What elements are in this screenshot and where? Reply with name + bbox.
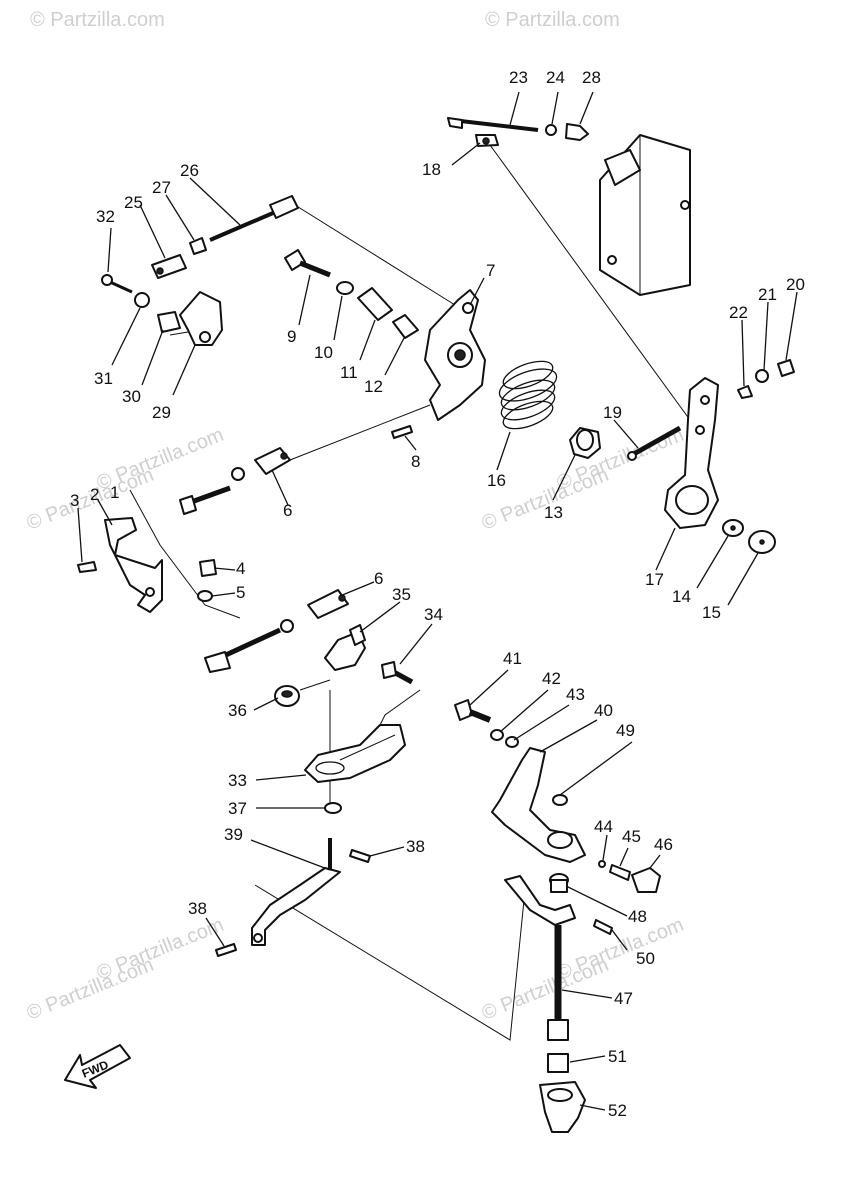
callout-30: 30 xyxy=(122,387,141,406)
callout-17: 17 xyxy=(645,570,664,589)
joint-6-upper xyxy=(179,447,291,515)
bracket-35 xyxy=(324,624,414,685)
bracket-17 xyxy=(664,377,719,529)
callout-28: 28 xyxy=(582,68,601,87)
arm-40 xyxy=(491,747,586,863)
callout-42: 42 xyxy=(542,669,561,688)
control-box xyxy=(599,134,691,296)
bolt-collar-set xyxy=(284,249,419,339)
callout-16: 16 xyxy=(487,471,506,490)
shift-rod-39 xyxy=(251,838,341,946)
callout-22: 22 xyxy=(729,303,748,322)
leader-lines xyxy=(77,91,798,1111)
link-rod-23 xyxy=(447,117,589,147)
callout-49: 49 xyxy=(616,721,635,740)
callout-13: 13 xyxy=(544,503,563,522)
callout-10: 10 xyxy=(314,343,333,362)
callout-15: 15 xyxy=(702,603,721,622)
callout-25: 25 xyxy=(124,193,143,212)
watermark: © Partzilla.com xyxy=(94,914,227,985)
callout-26: 26 xyxy=(180,161,199,180)
callout-37: 37 xyxy=(228,799,247,818)
callout-5: 5 xyxy=(236,583,245,602)
callout-8: 8 xyxy=(411,452,420,471)
callout-2: 2 xyxy=(90,485,99,504)
callout-39: 39 xyxy=(224,825,243,844)
washers-14-15 xyxy=(722,519,776,554)
callout-38-upper: 38 xyxy=(406,837,425,856)
callout-50: 50 xyxy=(636,949,655,968)
callout-24: 24 xyxy=(546,68,565,87)
small-parts-20-22 xyxy=(737,359,795,399)
detent-44-46 xyxy=(598,860,661,893)
callout-33: 33 xyxy=(228,771,247,790)
pin-8 xyxy=(391,425,413,439)
assembly-lines xyxy=(129,144,691,1041)
callout-23: 23 xyxy=(509,68,528,87)
callouts: 23 24 28 18 26 27 25 32 31 30 29 9 10 11… xyxy=(70,68,805,1120)
control-lever-7 xyxy=(424,289,486,421)
callout-19: 19 xyxy=(603,403,622,422)
callout-34: 34 xyxy=(424,605,443,624)
callout-9: 9 xyxy=(287,327,296,346)
callout-45: 45 xyxy=(622,827,641,846)
watermark: © Partzilla.com xyxy=(30,9,165,31)
callout-48: 48 xyxy=(628,907,647,926)
bolt-41 xyxy=(454,699,519,748)
callout-20: 20 xyxy=(786,275,805,294)
callout-14: 14 xyxy=(672,587,691,606)
callout-47: 47 xyxy=(614,989,633,1008)
joint-6-lower xyxy=(204,589,349,673)
callout-43: 43 xyxy=(566,685,585,704)
throttle-cam-29 xyxy=(101,274,223,346)
callout-51: 51 xyxy=(608,1047,627,1066)
callout-3: 3 xyxy=(70,491,79,510)
callout-52: 52 xyxy=(608,1101,627,1120)
callout-46: 46 xyxy=(654,835,673,854)
callout-35: 35 xyxy=(392,585,411,604)
callout-11: 11 xyxy=(340,363,358,382)
callout-1: 1 xyxy=(110,483,119,502)
link-rod-26 xyxy=(151,195,299,279)
shift-shaft-47 xyxy=(504,873,613,1133)
callout-44: 44 xyxy=(594,817,613,836)
grommet-36 xyxy=(274,685,300,707)
callout-32: 32 xyxy=(96,207,115,226)
callout-36: 36 xyxy=(228,701,247,720)
callout-21: 21 xyxy=(758,285,777,304)
bolt-19 xyxy=(627,425,682,461)
watermark: © Partzilla.com xyxy=(554,914,687,985)
spring-16 xyxy=(498,360,558,430)
callout-6-lower: 6 xyxy=(374,569,383,588)
callout-12: 12 xyxy=(364,377,383,396)
callout-29: 29 xyxy=(152,403,171,422)
bracket-1 xyxy=(77,517,217,613)
pin-38-lower xyxy=(215,943,237,957)
callout-4: 4 xyxy=(236,559,245,578)
washer-37 xyxy=(324,802,342,814)
callout-38-lower: 38 xyxy=(188,899,207,918)
callout-7: 7 xyxy=(486,261,495,280)
lever-33 xyxy=(304,724,406,783)
callout-6-upper: 6 xyxy=(283,501,292,520)
watermark: © Partzilla.com xyxy=(485,9,620,31)
collar-13 xyxy=(569,427,601,459)
watermarks: © Partzilla.com © Partzilla.com © Partzi… xyxy=(24,9,687,1025)
callout-31: 31 xyxy=(94,369,113,388)
callout-27: 27 xyxy=(152,178,171,197)
fwd-arrow: FWD xyxy=(64,1044,131,1089)
callout-41: 41 xyxy=(503,649,522,668)
pin-38-upper xyxy=(349,849,371,863)
callout-40: 40 xyxy=(594,701,613,720)
callout-18: 18 xyxy=(422,160,441,179)
